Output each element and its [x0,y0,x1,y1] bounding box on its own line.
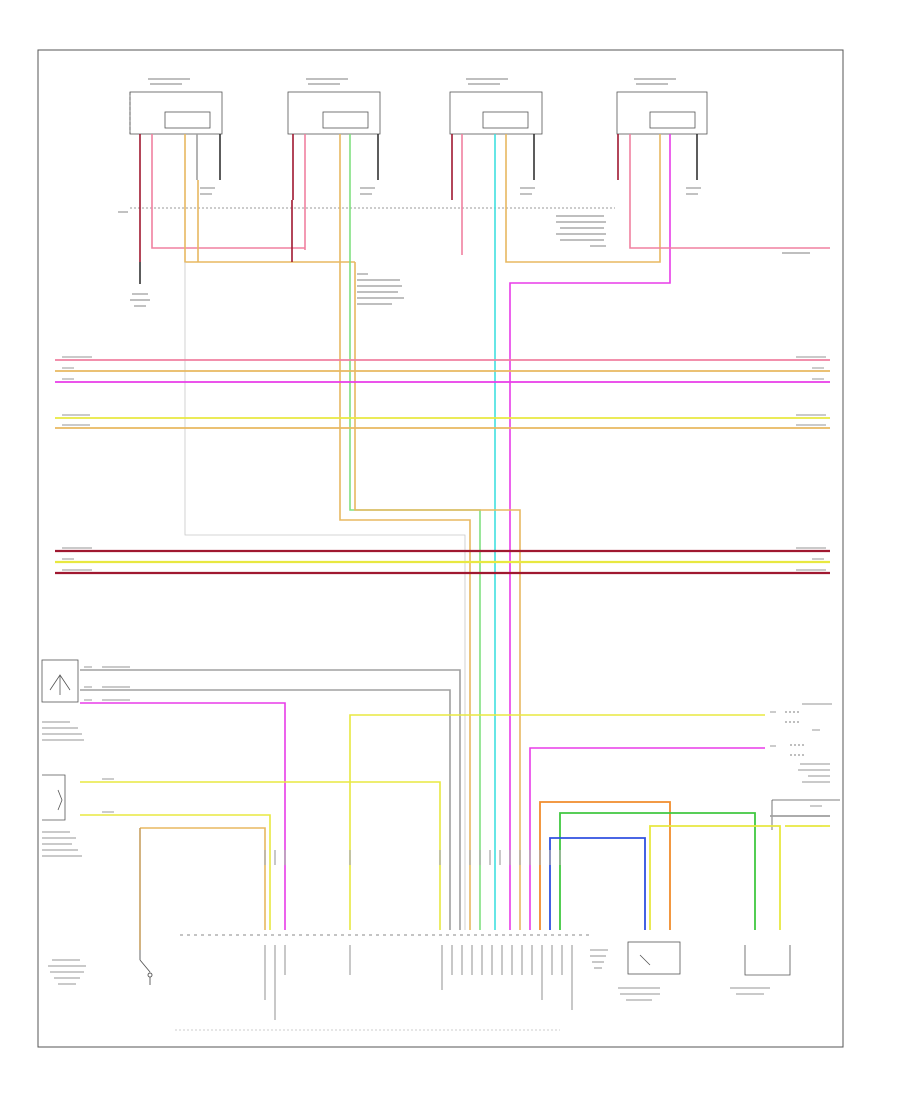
top-components [129,91,708,135]
component-3 [449,91,543,135]
bus-group-1 [55,359,830,383]
bottom-connector-marks [264,850,608,1020]
right-sensor-wires [349,714,765,930]
right-sensor-labels [770,703,832,783]
right-sensor-1 [785,711,805,756]
small-label-marks [118,78,810,307]
bus-group-3 [55,549,830,575]
bottom-right-labels [618,987,770,1001]
bottom-right-component-1 [627,941,681,975]
sensor-wire-labels [84,666,130,813]
diagram-border [37,49,844,1048]
left-sensor-1 [41,659,79,703]
bottom-right-component-2 [744,945,791,976]
bus-label-marks [62,356,826,571]
top-harness-wires [139,180,830,930]
component-4 [616,91,708,135]
component-1 [129,91,223,135]
left-sensor-2 [42,774,66,821]
bottom-left-switch [139,950,153,985]
bottom-right-wires [539,801,830,930]
component-pins [139,134,698,262]
component-2 [287,91,381,135]
sensor-2-wires [80,781,441,950]
left-sensor-labels [42,721,86,985]
right-connector [771,799,840,830]
bus-group-2 [55,417,830,429]
thin-gray-wire [184,262,466,930]
